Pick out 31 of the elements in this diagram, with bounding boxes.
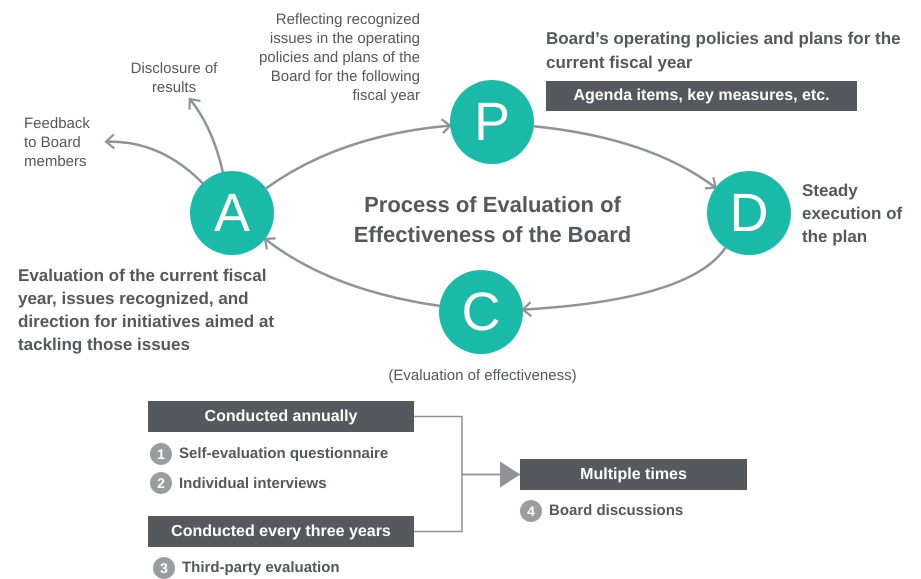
cycle-arrow bbox=[265, 118, 452, 190]
cycle-arrow bbox=[188, 98, 224, 172]
diagram-title: Process of Evaluation of Effectiveness of the Board bbox=[352, 191, 632, 249]
connector-arrow bbox=[414, 462, 520, 532]
number-badge: 3 bbox=[153, 557, 175, 579]
cycle-arrow bbox=[534, 124, 717, 190]
cycle-arrow bbox=[104, 134, 204, 184]
item-text: Board discussions bbox=[549, 502, 684, 519]
caption-bar: Agenda items, key measures, etc. bbox=[546, 81, 857, 111]
note-text: Feedback to Board members bbox=[24, 114, 106, 172]
phase-description: (Evaluation of effectiveness) bbox=[387, 366, 578, 385]
header-bar: Conducted annually bbox=[148, 401, 414, 432]
cycle-arrow bbox=[264, 236, 440, 308]
edge-label: Reflecting recognized issues in the operating policies and plans of the Board for the following fiscal year bbox=[258, 10, 420, 105]
number-badge: 1 bbox=[150, 443, 172, 465]
item-text: Individual interviews bbox=[179, 475, 327, 492]
phase-circle: D bbox=[707, 171, 791, 255]
phase-description: Evaluation of the current fiscal year, issues recognized, and direction for initiatives aimed at tackling those issues bbox=[18, 265, 276, 356]
phase-circle: C bbox=[439, 270, 523, 354]
note-text: Disclosure of results bbox=[118, 59, 230, 99]
phase-circle: P bbox=[450, 80, 534, 164]
header-bar: Multiple times bbox=[520, 459, 747, 490]
number-badge: 2 bbox=[150, 472, 172, 494]
phase-circle: A bbox=[190, 171, 274, 255]
number-badge: 4 bbox=[520, 500, 542, 522]
header-bar: Conducted every three years bbox=[148, 516, 414, 547]
phase-description: Steady execution of the plan bbox=[802, 180, 904, 248]
item-text: Self-evaluation questionnaire bbox=[179, 445, 388, 462]
item-text: Third-party evaluation bbox=[182, 559, 340, 576]
cycle-arrow bbox=[522, 247, 726, 318]
phase-description: Board’s operating policies and plans for the current fiscal year bbox=[546, 28, 902, 74]
